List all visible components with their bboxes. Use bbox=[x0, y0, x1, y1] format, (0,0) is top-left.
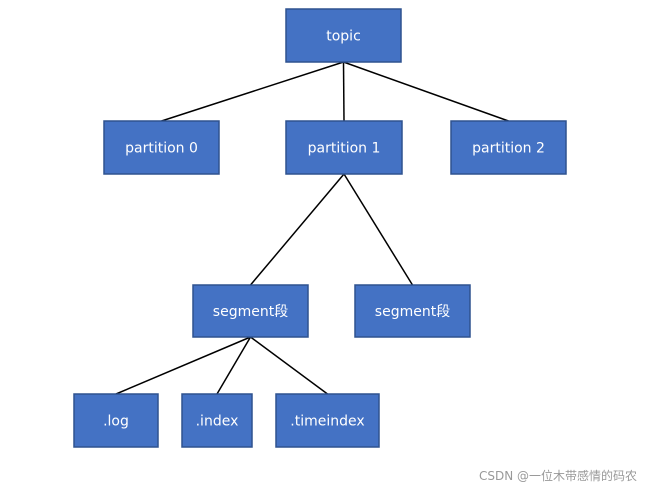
node-box-segmentB bbox=[354, 284, 471, 338]
node-label-segmentA: segment段 bbox=[213, 304, 288, 320]
edge-segmentA-to-index bbox=[216, 336, 252, 395]
node-partition1: partition 1 bbox=[285, 120, 403, 175]
node-timeindex: .timeindex bbox=[275, 393, 380, 448]
watermark: CSDN @一位木带感情的码农 bbox=[478, 469, 637, 483]
node-label-partition0: partition 0 bbox=[125, 141, 198, 157]
edge-partition1-to-segmentA bbox=[249, 173, 345, 286]
edge-topic-to-partition2 bbox=[343, 61, 509, 122]
node-box-segmentA bbox=[192, 284, 309, 338]
edge-segmentA-to-timeindex bbox=[250, 336, 328, 395]
node-box-partition2 bbox=[450, 120, 567, 175]
node-box-index bbox=[181, 393, 253, 448]
node-segmentA: segment段 bbox=[192, 284, 309, 338]
node-box-partition1 bbox=[285, 120, 403, 175]
node-label-index: .index bbox=[196, 414, 239, 430]
node-box-partition0 bbox=[103, 120, 220, 175]
edge-topic-to-partition1 bbox=[342, 61, 345, 122]
node-segmentB: segment段 bbox=[354, 284, 471, 338]
node-topic: topic bbox=[285, 8, 402, 63]
node-label-partition1: partition 1 bbox=[308, 141, 381, 157]
node-partition2: partition 2 bbox=[450, 120, 567, 175]
edge-partition1-to-segmentB bbox=[343, 173, 414, 286]
node-label-log: .log bbox=[103, 414, 129, 430]
node-partition0: partition 0 bbox=[103, 120, 220, 175]
node-log: .log bbox=[73, 393, 159, 448]
node-label-partition2: partition 2 bbox=[472, 141, 545, 157]
node-label-topic: topic bbox=[326, 29, 361, 45]
node-box-log bbox=[73, 393, 159, 448]
node-label-timeindex: .timeindex bbox=[290, 414, 364, 430]
node-label-segmentB: segment段 bbox=[375, 304, 450, 320]
diagram-nodes: topic partition 0 partition 1 partition 2 se… bbox=[73, 8, 567, 448]
connector-lines bbox=[115, 61, 509, 395]
edge-segmentA-to-log bbox=[115, 336, 251, 395]
node-box-timeindex bbox=[275, 393, 380, 448]
edge-topic-to-partition0 bbox=[161, 61, 344, 122]
node-box-topic bbox=[285, 8, 402, 63]
node-index: .index bbox=[181, 393, 253, 448]
